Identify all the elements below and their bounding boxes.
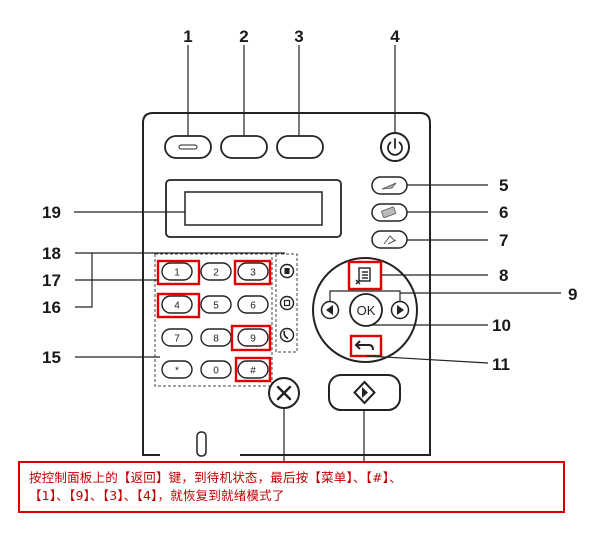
key-0-label: 0: [213, 366, 219, 377]
key-hash-label: #: [250, 366, 256, 377]
highlight-key-9: [230, 324, 272, 352]
callout-5: 5: [499, 176, 508, 195]
right-arrow-icon[interactable]: [390, 300, 410, 320]
key-4-label: 4: [174, 301, 180, 312]
highlight-key-1: [156, 259, 201, 286]
highlight-back: [349, 334, 383, 358]
key-0[interactable]: 0: [200, 360, 232, 379]
display-inner: [184, 191, 323, 226]
scan-icon: [383, 235, 397, 245]
eco-icon: [381, 182, 397, 190]
key-1-label: 1: [174, 268, 180, 279]
ok-label: OK: [357, 303, 376, 318]
key-star[interactable]: *: [161, 360, 193, 379]
callout-9: 9: [568, 285, 577, 304]
key-8[interactable]: 8: [200, 328, 232, 347]
key-4[interactable]: 4: [161, 295, 193, 314]
callout-1: 1: [183, 27, 192, 46]
callout-10: 10: [492, 316, 511, 335]
leader-lines: [74, 45, 561, 461]
key-9[interactable]: 9: [237, 328, 269, 347]
key-1[interactable]: 1: [161, 262, 193, 281]
key-3-label: 3: [250, 268, 256, 279]
key-7-label: 7: [174, 334, 180, 345]
redial-icon[interactable]: [279, 295, 295, 311]
panel-slot: [196, 431, 207, 457]
key-6[interactable]: 6: [237, 295, 269, 314]
key-5[interactable]: 5: [200, 295, 232, 314]
callout-19: 19: [42, 203, 61, 222]
key-3[interactable]: 3: [237, 262, 269, 281]
side-icons-frame: [275, 253, 298, 353]
callout-4: 4: [390, 27, 400, 46]
callout-8: 8: [499, 266, 508, 285]
callout-7: 7: [499, 231, 508, 250]
callout-11: 11: [492, 355, 510, 374]
address-book-icon[interactable]: [279, 263, 295, 279]
on-hook-dial-icon[interactable]: [279, 327, 295, 343]
callout-3: 3: [294, 27, 303, 46]
callout-2: 2: [239, 27, 248, 46]
key-2[interactable]: 2: [200, 262, 232, 281]
key-2-label: 2: [213, 268, 219, 279]
keypad-frame: [154, 253, 273, 387]
power-icon: [387, 138, 403, 156]
key-hash[interactable]: #: [237, 360, 269, 379]
highlight-key-4: [156, 292, 201, 319]
callout-18: 18: [42, 244, 61, 263]
key-star-label: *: [175, 366, 179, 377]
top-button-2[interactable]: [220, 135, 268, 159]
callout-16: 16: [42, 298, 61, 317]
key-9-label: 9: [250, 334, 256, 345]
highlight-key-3: [233, 259, 272, 286]
left-arrow-icon[interactable]: [320, 300, 340, 320]
back-arrow-icon[interactable]: [354, 340, 374, 351]
key-6-label: 6: [250, 301, 256, 312]
callout-15: 15: [42, 348, 61, 367]
instruction-text: 按控制面板上的【返回】键，到待机状态，最后按【菜单】、【#】、 【1】、【9】、…: [29, 470, 402, 503]
id-copy-icon: [381, 206, 397, 218]
ok-button[interactable]: [349, 293, 383, 327]
key-5-label: 5: [213, 301, 219, 312]
top-button-3[interactable]: [276, 135, 324, 159]
stop-x-icon: [276, 385, 292, 401]
key-7[interactable]: 7: [161, 328, 193, 347]
menu-icon[interactable]: [355, 267, 371, 285]
start-diamond-icon: [353, 380, 376, 405]
callout-6: 6: [499, 203, 508, 222]
function-button-7[interactable]: [371, 230, 408, 249]
top-button-1-led: [178, 144, 198, 150]
instruction-box: 按控制面板上的【返回】键，到待机状态，最后按【菜单】、【#】、 【1】、【9】、…: [18, 461, 565, 513]
callout-17: 17: [42, 271, 61, 290]
highlight-key-hash: [234, 356, 272, 383]
key-8-label: 8: [213, 334, 219, 345]
